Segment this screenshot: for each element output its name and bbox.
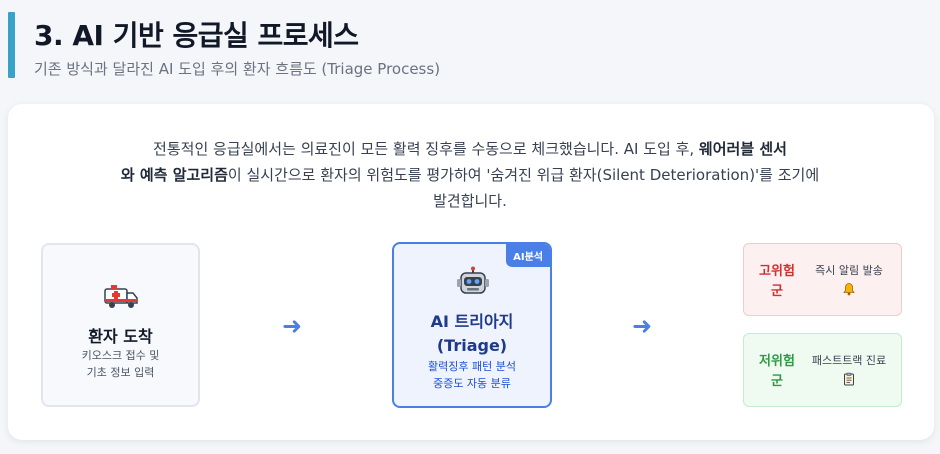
step-ai-triage: AI분석 AI 트리아지 (Triage) 활력징후 패턴 분석 중증도 자동 … [392,242,552,408]
page-title: 3. AI 기반 응급실 프로세스 [34,19,359,52]
high-risk-action: 즉시 알림 발송 [804,262,894,296]
low-risk-action: 패스트트랙 진료 [804,352,894,386]
outcome-low-risk: 저위험군 패스트트랙 진료 [743,333,902,407]
ai-triage-description: 활력징후 패턴 분석 중증도 자동 분류 [428,360,516,390]
right-arrow-icon: ➜ [282,312,303,340]
ambulance-icon [104,285,138,308]
high-risk-label: 고위험군 [759,264,795,299]
outcome-high-risk: 고위험군 즉시 알림 발송 [743,243,902,316]
low-risk-label: 저위험군 [759,354,795,389]
ai-triage-title: AI 트리아지 (Triage) [430,312,514,355]
robot-icon [457,266,489,294]
page-subtitle: 기존 방식과 달라진 AI 도입 후의 환자 흐름도 (Triage Proce… [34,60,441,78]
arrival-description: 키오스크 접수 및 기초 정보 입력 [81,349,160,379]
intro-highlight-sensor: 웨어러블 센서 [698,140,787,158]
right-arrow-icon: ➜ [632,312,653,340]
clipboard-icon [844,372,854,386]
header-accent-bar [8,12,15,78]
arrival-title: 환자 도착 [88,327,153,346]
intro-text: 전통적인 응급실에서는 의료진이 모든 활력 징후를 수동으로 체크했습니다. … [120,140,820,210]
bell-icon [843,283,855,296]
ai-analysis-badge: AI분석 [506,244,550,267]
step-patient-arrival: 환자 도착 키오스크 접수 및 기초 정보 입력 [41,243,200,407]
intro-highlight-algorithm: 와 예측 알고리즘 [120,166,228,184]
